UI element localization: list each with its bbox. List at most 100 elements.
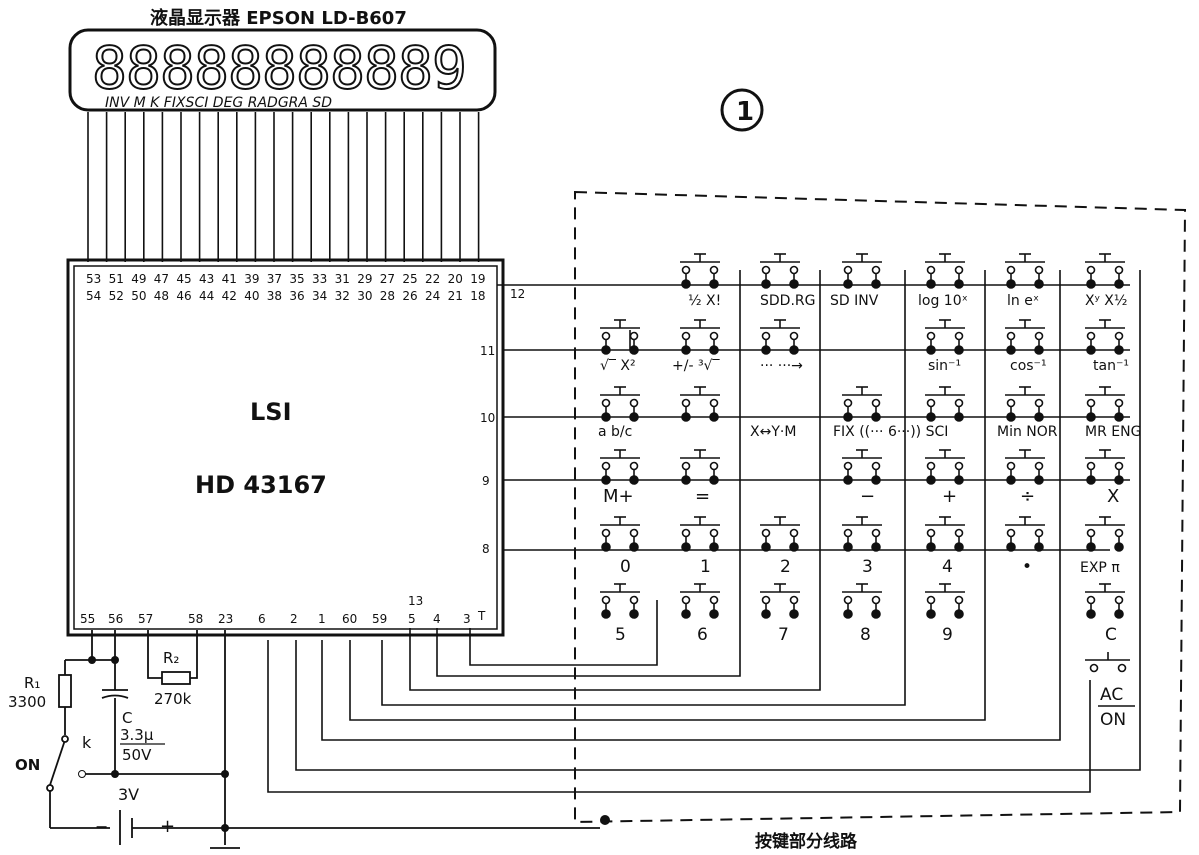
column-buses — [267, 270, 1141, 793]
key-switch — [1005, 516, 1045, 552]
chip-pin-label: 28 — [380, 289, 395, 303]
chip-pin-label: 37 — [267, 272, 282, 286]
key-switch — [1085, 319, 1125, 355]
key-switch — [1085, 583, 1125, 619]
lcd-digit: 8 — [160, 34, 195, 102]
chip-pin-label: 32 — [335, 289, 350, 303]
lcd-digit: 8 — [228, 34, 263, 102]
key-label-div: ÷ — [1020, 486, 1035, 507]
chip-pin-label: 45 — [176, 272, 191, 286]
chip-pin-label: 35 — [289, 272, 304, 286]
chip-pin-label: 44 — [199, 289, 214, 303]
c-name: C — [122, 709, 132, 727]
key-switch — [760, 319, 800, 355]
lcd-digit: 8 — [330, 34, 365, 102]
on-label: ON — [15, 756, 40, 774]
key-label-mul: X — [1107, 486, 1119, 507]
r1-name: R₁ — [24, 674, 40, 692]
lcd-digit: 8 — [296, 34, 331, 102]
battery-plus: + — [160, 816, 175, 837]
chip-pin-label: 51 — [109, 272, 124, 286]
key-switch — [1085, 516, 1125, 552]
key-label-0: 0 — [620, 557, 631, 577]
chip-name: LSI — [250, 398, 292, 426]
chip-pin-label: 41 — [222, 272, 237, 286]
chip-pin-label: 30 — [357, 289, 372, 303]
lcd-digit: 8 — [262, 34, 297, 102]
key-label-fact: ½ X! — [688, 293, 721, 309]
key-label-atan: tan⁻¹ — [1093, 358, 1129, 374]
chip-pin-label: 29 — [357, 272, 372, 286]
lcd-digit: 8 — [194, 34, 229, 102]
chip-pin-label: 42 — [222, 289, 237, 303]
r2-value: 270k — [154, 690, 192, 708]
chip-pin-label: 34 — [312, 289, 327, 303]
key-switch — [600, 583, 640, 619]
key-switch — [842, 449, 882, 485]
lcd-digit: 8 — [398, 34, 433, 102]
key-switch — [1005, 319, 1045, 355]
key-switch — [680, 386, 720, 422]
chip-pin-label: 1 — [318, 612, 326, 626]
lcd-digit: 8 — [364, 34, 399, 102]
switch-k: k — [82, 733, 92, 752]
key-switch — [600, 516, 640, 552]
key-switch-grid — [600, 253, 1130, 673]
chip-pin-label: 22 — [425, 272, 440, 286]
pin-10: 10 — [480, 411, 495, 425]
key-label-acos: cos⁻¹ — [1010, 358, 1047, 374]
chip-pin-label: 39 — [244, 272, 259, 286]
key-label-ln: ln eˣ — [1007, 293, 1039, 309]
chip-pin-label: 59 — [372, 612, 387, 626]
key-label-on: ON — [1100, 710, 1126, 730]
key-label-3: 3 — [862, 557, 873, 577]
key-switch — [680, 449, 720, 485]
chip-pin-label: 6 — [258, 612, 266, 626]
key-switch — [925, 319, 965, 355]
pin-8: 8 — [482, 542, 490, 556]
key-label-2: 2 — [780, 557, 791, 577]
r1-value: 3300 — [8, 693, 46, 711]
key-label-pow: Xʸ X½ — [1085, 293, 1127, 309]
key-switch — [925, 449, 965, 485]
key-switch — [600, 386, 640, 422]
battery-voltage: 3V — [118, 785, 139, 804]
chip-pin-label: 26 — [402, 289, 417, 303]
chip-pin-label: 54 — [86, 289, 101, 303]
key-label-9: 9 — [942, 625, 953, 645]
c-voltage: 50V — [122, 746, 152, 764]
c-value: 3.3μ — [120, 726, 154, 744]
chip-pin-label: 53 — [86, 272, 101, 286]
key-label-4: 4 — [942, 557, 953, 577]
key-label-6: 6 — [697, 625, 708, 645]
key-label-sdinv: SD INV — [830, 293, 879, 309]
key-switch — [680, 319, 720, 355]
chip-pin-label: 24 — [425, 289, 440, 303]
key-label-mplus: M+ — [603, 486, 634, 507]
chip-pin-label: 19 — [470, 272, 485, 286]
key-switch — [600, 319, 640, 355]
chip-pin-label: 18 — [470, 289, 485, 303]
chip-pin-label: 49 — [131, 272, 146, 286]
pin-T: T — [477, 609, 486, 623]
chip-pin-label: 4 — [433, 612, 441, 626]
figure-number: 1 — [720, 88, 764, 132]
key-label-7: 7 — [778, 625, 789, 645]
key-label-min: Min NOR — [997, 424, 1058, 440]
chip-pin-label: 3 — [463, 612, 471, 626]
key-switch — [1005, 253, 1045, 289]
key-switch — [842, 516, 882, 552]
keyboard-boundary — [574, 190, 1187, 824]
r2-name: R₂ — [163, 649, 179, 667]
key-label-c: C — [1105, 625, 1117, 645]
key-label-plus: + — [942, 486, 957, 507]
chip-pin-label: 55 — [80, 612, 95, 626]
chip-pin-label: 31 — [335, 272, 350, 286]
chip-pin-label: 23 — [218, 612, 233, 626]
chip-part-number: HD 43167 — [195, 471, 327, 499]
display-ribbon-leads — [87, 112, 480, 262]
key-switch-c — [1085, 652, 1130, 673]
